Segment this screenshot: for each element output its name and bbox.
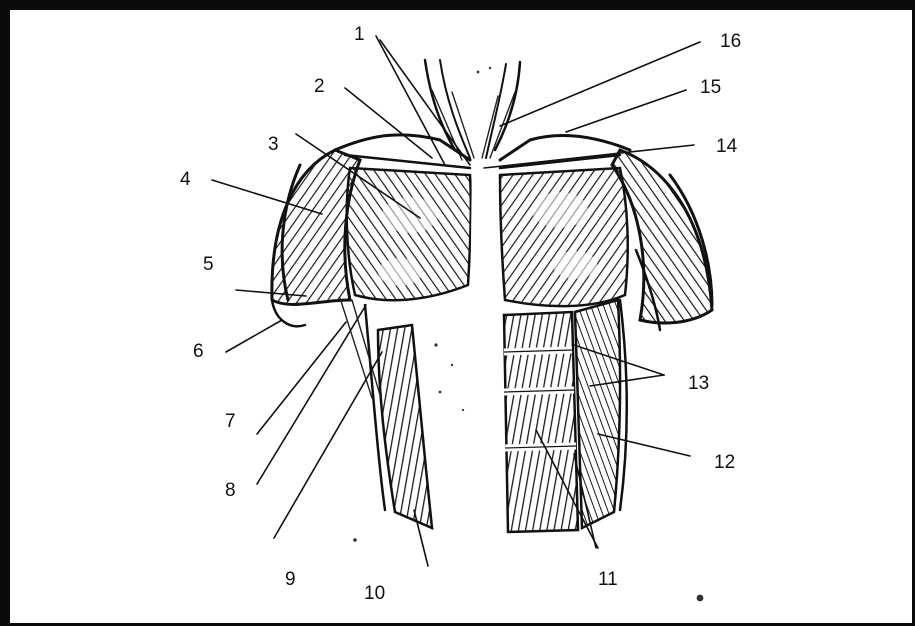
left-oblique <box>340 298 432 528</box>
left-pectoral <box>347 168 471 300</box>
right-rectus-abdominis <box>504 312 578 532</box>
label-3: 3 <box>268 134 279 155</box>
leader-6 <box>226 320 282 352</box>
label-4: 4 <box>180 169 191 190</box>
label-13: 13 <box>688 373 709 394</box>
label-16: 16 <box>720 31 741 52</box>
label-12: 12 <box>714 452 735 473</box>
label-9: 9 <box>285 569 296 590</box>
leader-8 <box>257 305 366 484</box>
leader-9 <box>274 352 382 538</box>
label-2: 2 <box>314 76 325 97</box>
leader-2 <box>345 88 432 158</box>
label-11: 11 <box>598 569 618 590</box>
sternum <box>470 160 498 320</box>
label-6: 6 <box>193 341 204 362</box>
label-15: 15 <box>700 77 721 98</box>
label-5: 5 <box>203 254 214 275</box>
label-1: 1 <box>354 24 365 45</box>
leader-16 <box>500 42 700 126</box>
leader-15 <box>566 90 686 132</box>
label-14: 14 <box>716 136 738 157</box>
neck <box>425 60 520 160</box>
right-pectoral <box>500 168 628 306</box>
label-8: 8 <box>225 480 236 501</box>
label-10: 10 <box>364 583 385 604</box>
leader-7 <box>257 322 346 434</box>
label-7: 7 <box>225 411 236 432</box>
